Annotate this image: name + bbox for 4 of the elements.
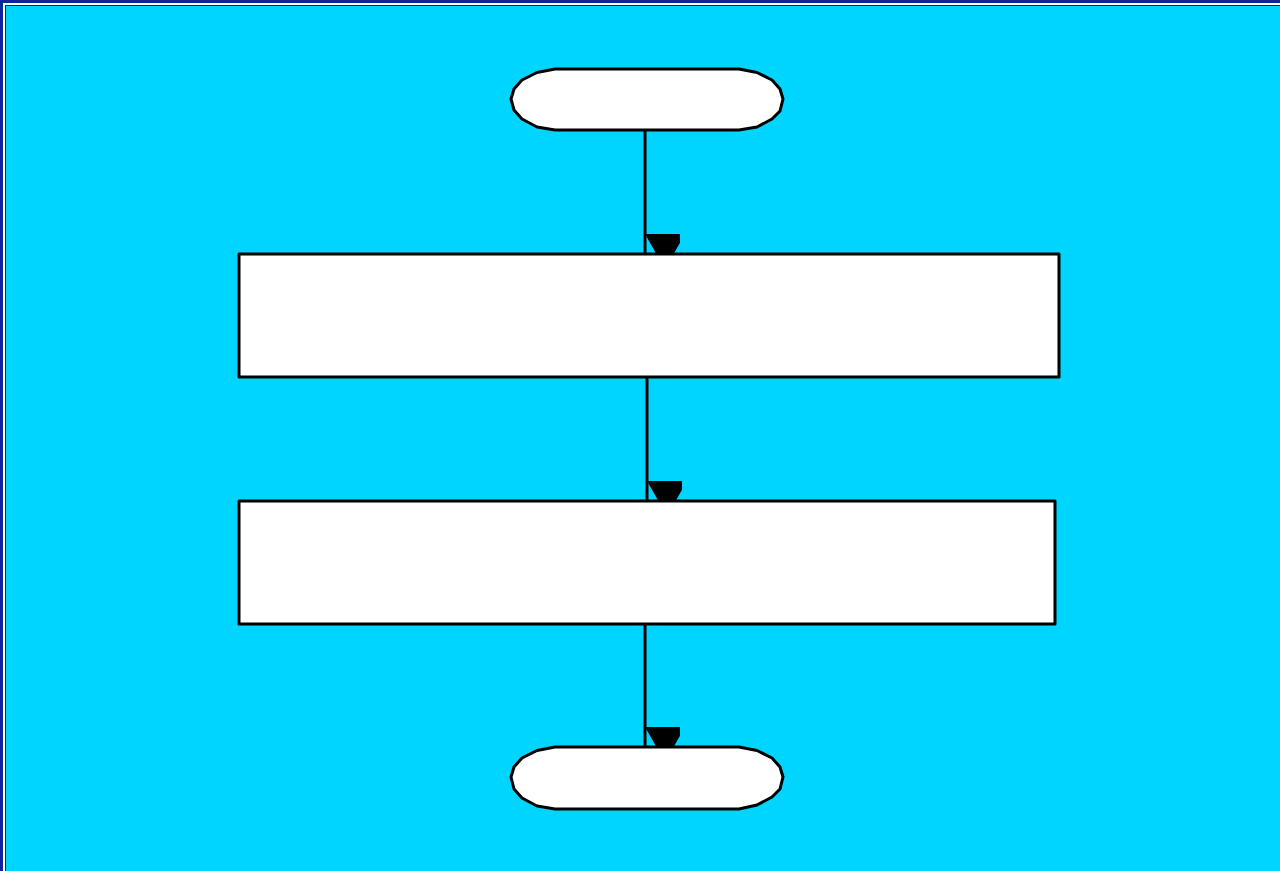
process-box xyxy=(239,254,1059,377)
terminator-shape xyxy=(511,747,783,809)
terminator-shape xyxy=(511,69,783,130)
process-box xyxy=(239,501,1055,624)
